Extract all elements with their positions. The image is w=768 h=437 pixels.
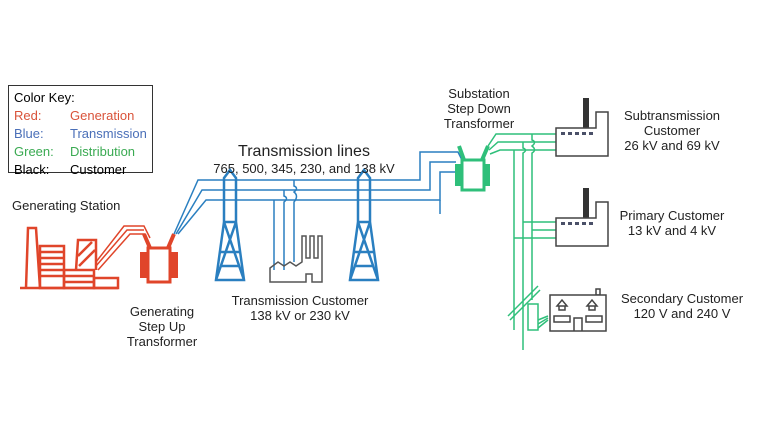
step-up-transformer-icon — [140, 233, 178, 284]
label-line: Step Down — [447, 101, 511, 116]
pole-transformer-icon — [527, 303, 539, 331]
distribution-lines — [487, 133, 556, 350]
transmission-tower-icon — [348, 167, 380, 282]
key-blue: Blue: — [14, 126, 44, 141]
label-line: 26 kV and 69 kV — [624, 138, 720, 153]
label-line: Secondary Customer — [620, 291, 744, 306]
label-line: Subtransmission — [623, 108, 721, 123]
color-key-title: Color Key: — [14, 90, 75, 105]
transmission-customer-label: Transmission Customer 138 kV or 230 kV — [210, 293, 390, 323]
transmission-lines-voltages: 765, 500, 345, 230, and 138 kV — [213, 161, 395, 176]
transmission-customer-feeds — [273, 180, 298, 270]
key-black: Black: — [14, 162, 50, 177]
generation-lines — [95, 225, 151, 271]
value-distribution: Distribution — [70, 144, 136, 159]
subtransmission-factory-icon — [555, 98, 609, 157]
substation-transformer-icon — [455, 145, 490, 192]
transmission-lines — [173, 151, 463, 235]
label-line: Customer — [643, 123, 701, 138]
transmission-lines-title: Transmission lines — [238, 143, 370, 160]
transmission-customer-factory-icon — [269, 235, 323, 283]
label-line: 138 kV or 230 kV — [250, 308, 350, 323]
primary-factory-icon — [555, 188, 609, 247]
label-line: Transformer — [126, 334, 198, 349]
label-line: Generating — [129, 304, 195, 319]
transmission-tower-icon — [214, 167, 246, 282]
color-key: Color Key: Red: Generation Blue: Transmiss… — [8, 85, 153, 177]
color-key-row: Blue: Transmission — [14, 125, 147, 143]
transmission-lines-label: Transmission lines 765, 500, 345, 230, a… — [194, 143, 414, 176]
subtransmission-customer-label: Subtransmission Customer 26 kV and 69 kV — [612, 108, 732, 153]
label-line: 120 V and 240 V — [633, 306, 731, 321]
secondary-customer-label: Secondary Customer 120 V and 240 V — [608, 291, 756, 321]
generating-station-label: Generating Station — [12, 198, 121, 213]
label-line: Primary Customer — [619, 208, 725, 223]
primary-customer-label: Primary Customer 13 kV and 4 kV — [612, 208, 732, 238]
step-up-transformer-label: Generating Step Up Transformer — [118, 304, 206, 349]
value-transmission: Transmission — [70, 126, 147, 141]
value-generation: Generation — [70, 108, 135, 123]
label-line: Step Up — [138, 319, 186, 334]
generating-station-icon — [20, 226, 120, 290]
value-customer: Customer — [70, 162, 127, 177]
label-line: Transmission Customer — [231, 293, 369, 308]
key-red: Red: — [14, 108, 42, 123]
label-line: 13 kV and 4 kV — [627, 223, 717, 238]
color-key-row: Black: Customer — [14, 161, 147, 179]
color-key-row: Green: Distribution — [14, 143, 147, 161]
color-key-row: Red: Generation — [14, 107, 147, 125]
house-icon — [549, 288, 607, 332]
key-green: Green: — [14, 144, 54, 159]
substation-label: Substation Step Down Transformer — [425, 86, 533, 131]
label-line: Substation — [448, 86, 510, 101]
label-line: Transformer — [443, 116, 515, 131]
